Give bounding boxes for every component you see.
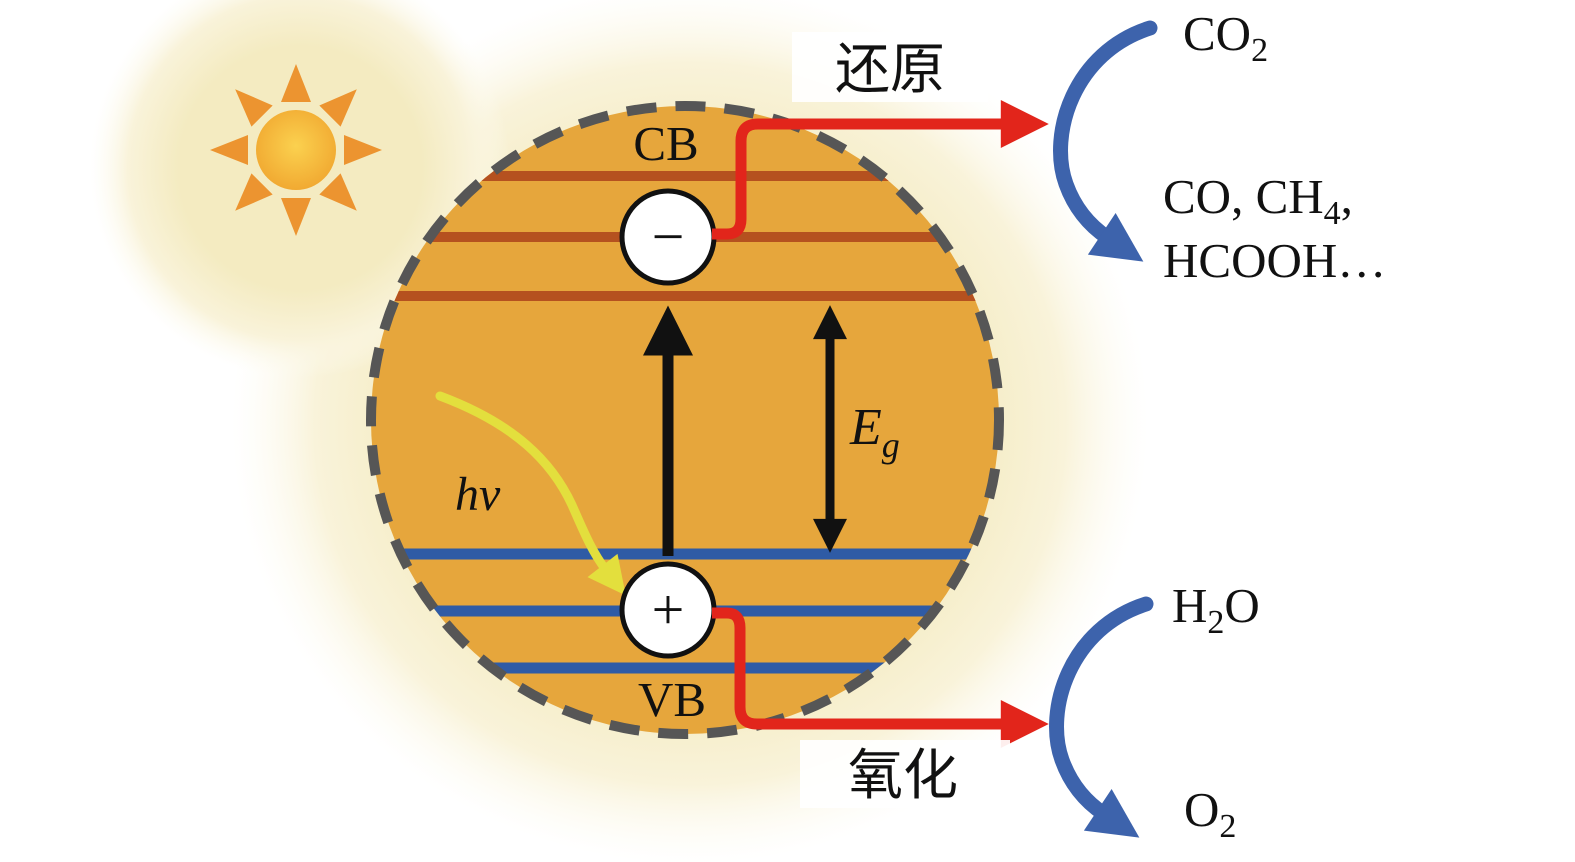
sun-core xyxy=(256,110,336,190)
particle-dashed-border xyxy=(366,101,1004,739)
oxidation-label: 氧化 xyxy=(848,745,958,806)
h2o-to-o2-arrow xyxy=(1049,596,1154,838)
sun-icon xyxy=(210,64,382,236)
sun-rays xyxy=(210,64,382,236)
sun-ray xyxy=(281,198,311,236)
reduction-arrow xyxy=(712,100,1049,240)
particle-body xyxy=(371,106,999,734)
co2-label: CO2 xyxy=(1183,6,1268,69)
reduction-label: 还原 xyxy=(835,39,945,100)
sun-ray xyxy=(281,64,311,102)
sun-ray xyxy=(235,89,273,127)
sun-ray xyxy=(235,173,273,211)
co2-to-products-arrow xyxy=(1053,20,1158,262)
sun-ray xyxy=(344,135,382,165)
sun-ray xyxy=(319,173,357,211)
electron: − xyxy=(619,188,717,286)
h2o-label: H2O xyxy=(1172,578,1260,641)
oxidation-arrow xyxy=(712,607,1049,748)
reduction-label-bg xyxy=(792,32,988,102)
photon-arrow xyxy=(435,391,626,596)
products-label-line1: CO, CH4, xyxy=(1163,169,1353,232)
band-gap-label: Eg xyxy=(849,399,900,465)
hole: + xyxy=(619,561,717,659)
cb-label: CB xyxy=(633,116,698,171)
sun-ray xyxy=(210,135,248,165)
photon-label: hv xyxy=(455,468,501,521)
sun-ray xyxy=(319,89,357,127)
oxidation-label-bg xyxy=(800,740,1010,808)
hole-sign: + xyxy=(652,577,685,642)
products-label-line2: HCOOH… xyxy=(1163,233,1386,288)
o2-label: O2 xyxy=(1184,782,1236,845)
vb-label: VB xyxy=(638,672,706,727)
electron-sign: − xyxy=(652,204,685,269)
